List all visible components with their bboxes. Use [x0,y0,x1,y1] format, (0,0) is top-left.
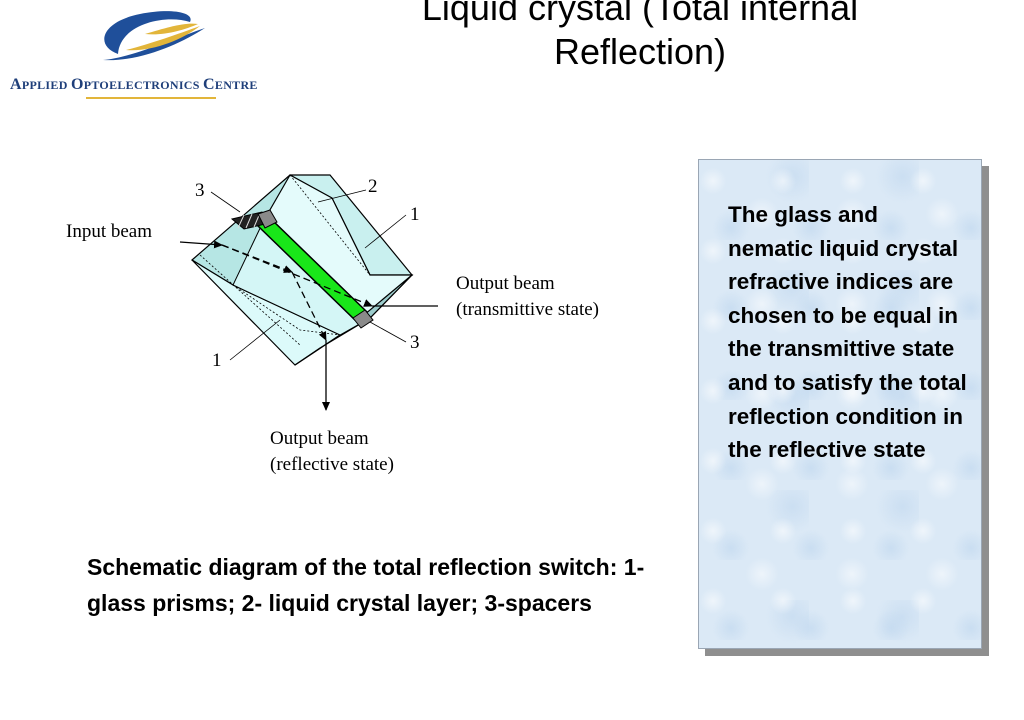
note-box: The glass and nematic liquid crystal ref… [698,159,982,649]
label-spacer-bottom: 3 [410,332,420,353]
diagram-caption: Schematic diagram of the total reflectio… [87,554,645,616]
label-output-transmittive-1: Output beam [456,273,555,294]
organization-logo: APPLIED OPTOELECTRONICS CENTRE [0,0,300,110]
label-spacer-top: 3 [195,180,205,201]
label-input-beam: Input beam [66,221,152,242]
logo-wordmark: APPLIED OPTOELECTRONICS CENTRE [10,76,258,93]
label-prism-bottom: 1 [212,350,222,371]
spacer-top-block [257,209,278,229]
logo-swoosh-icon [103,11,205,61]
label-output-reflective-2: (reflective state) [270,454,394,475]
note-text: The glass and nematic liquid crystal ref… [728,202,967,463]
prism-bottom-face [294,274,413,366]
input-beam-arrow [179,240,223,249]
label-liquid-crystal: 2 [368,176,378,197]
label-output-transmittive-2: (transmittive state) [456,299,599,320]
logo-underline [86,97,216,99]
total-reflection-switch-diagram: 3 2 1 Input beam Output beam (transmitti… [66,174,599,475]
slide-title: Liquid crystal (Total internal Reflectio… [421,0,859,72]
spacer-bottom [352,309,374,329]
label-prism-top: 1 [410,204,420,225]
transmitted-beam-path [221,244,373,307]
reflected-beam-down [291,271,327,341]
label-output-reflective-1: Output beam [270,428,369,449]
